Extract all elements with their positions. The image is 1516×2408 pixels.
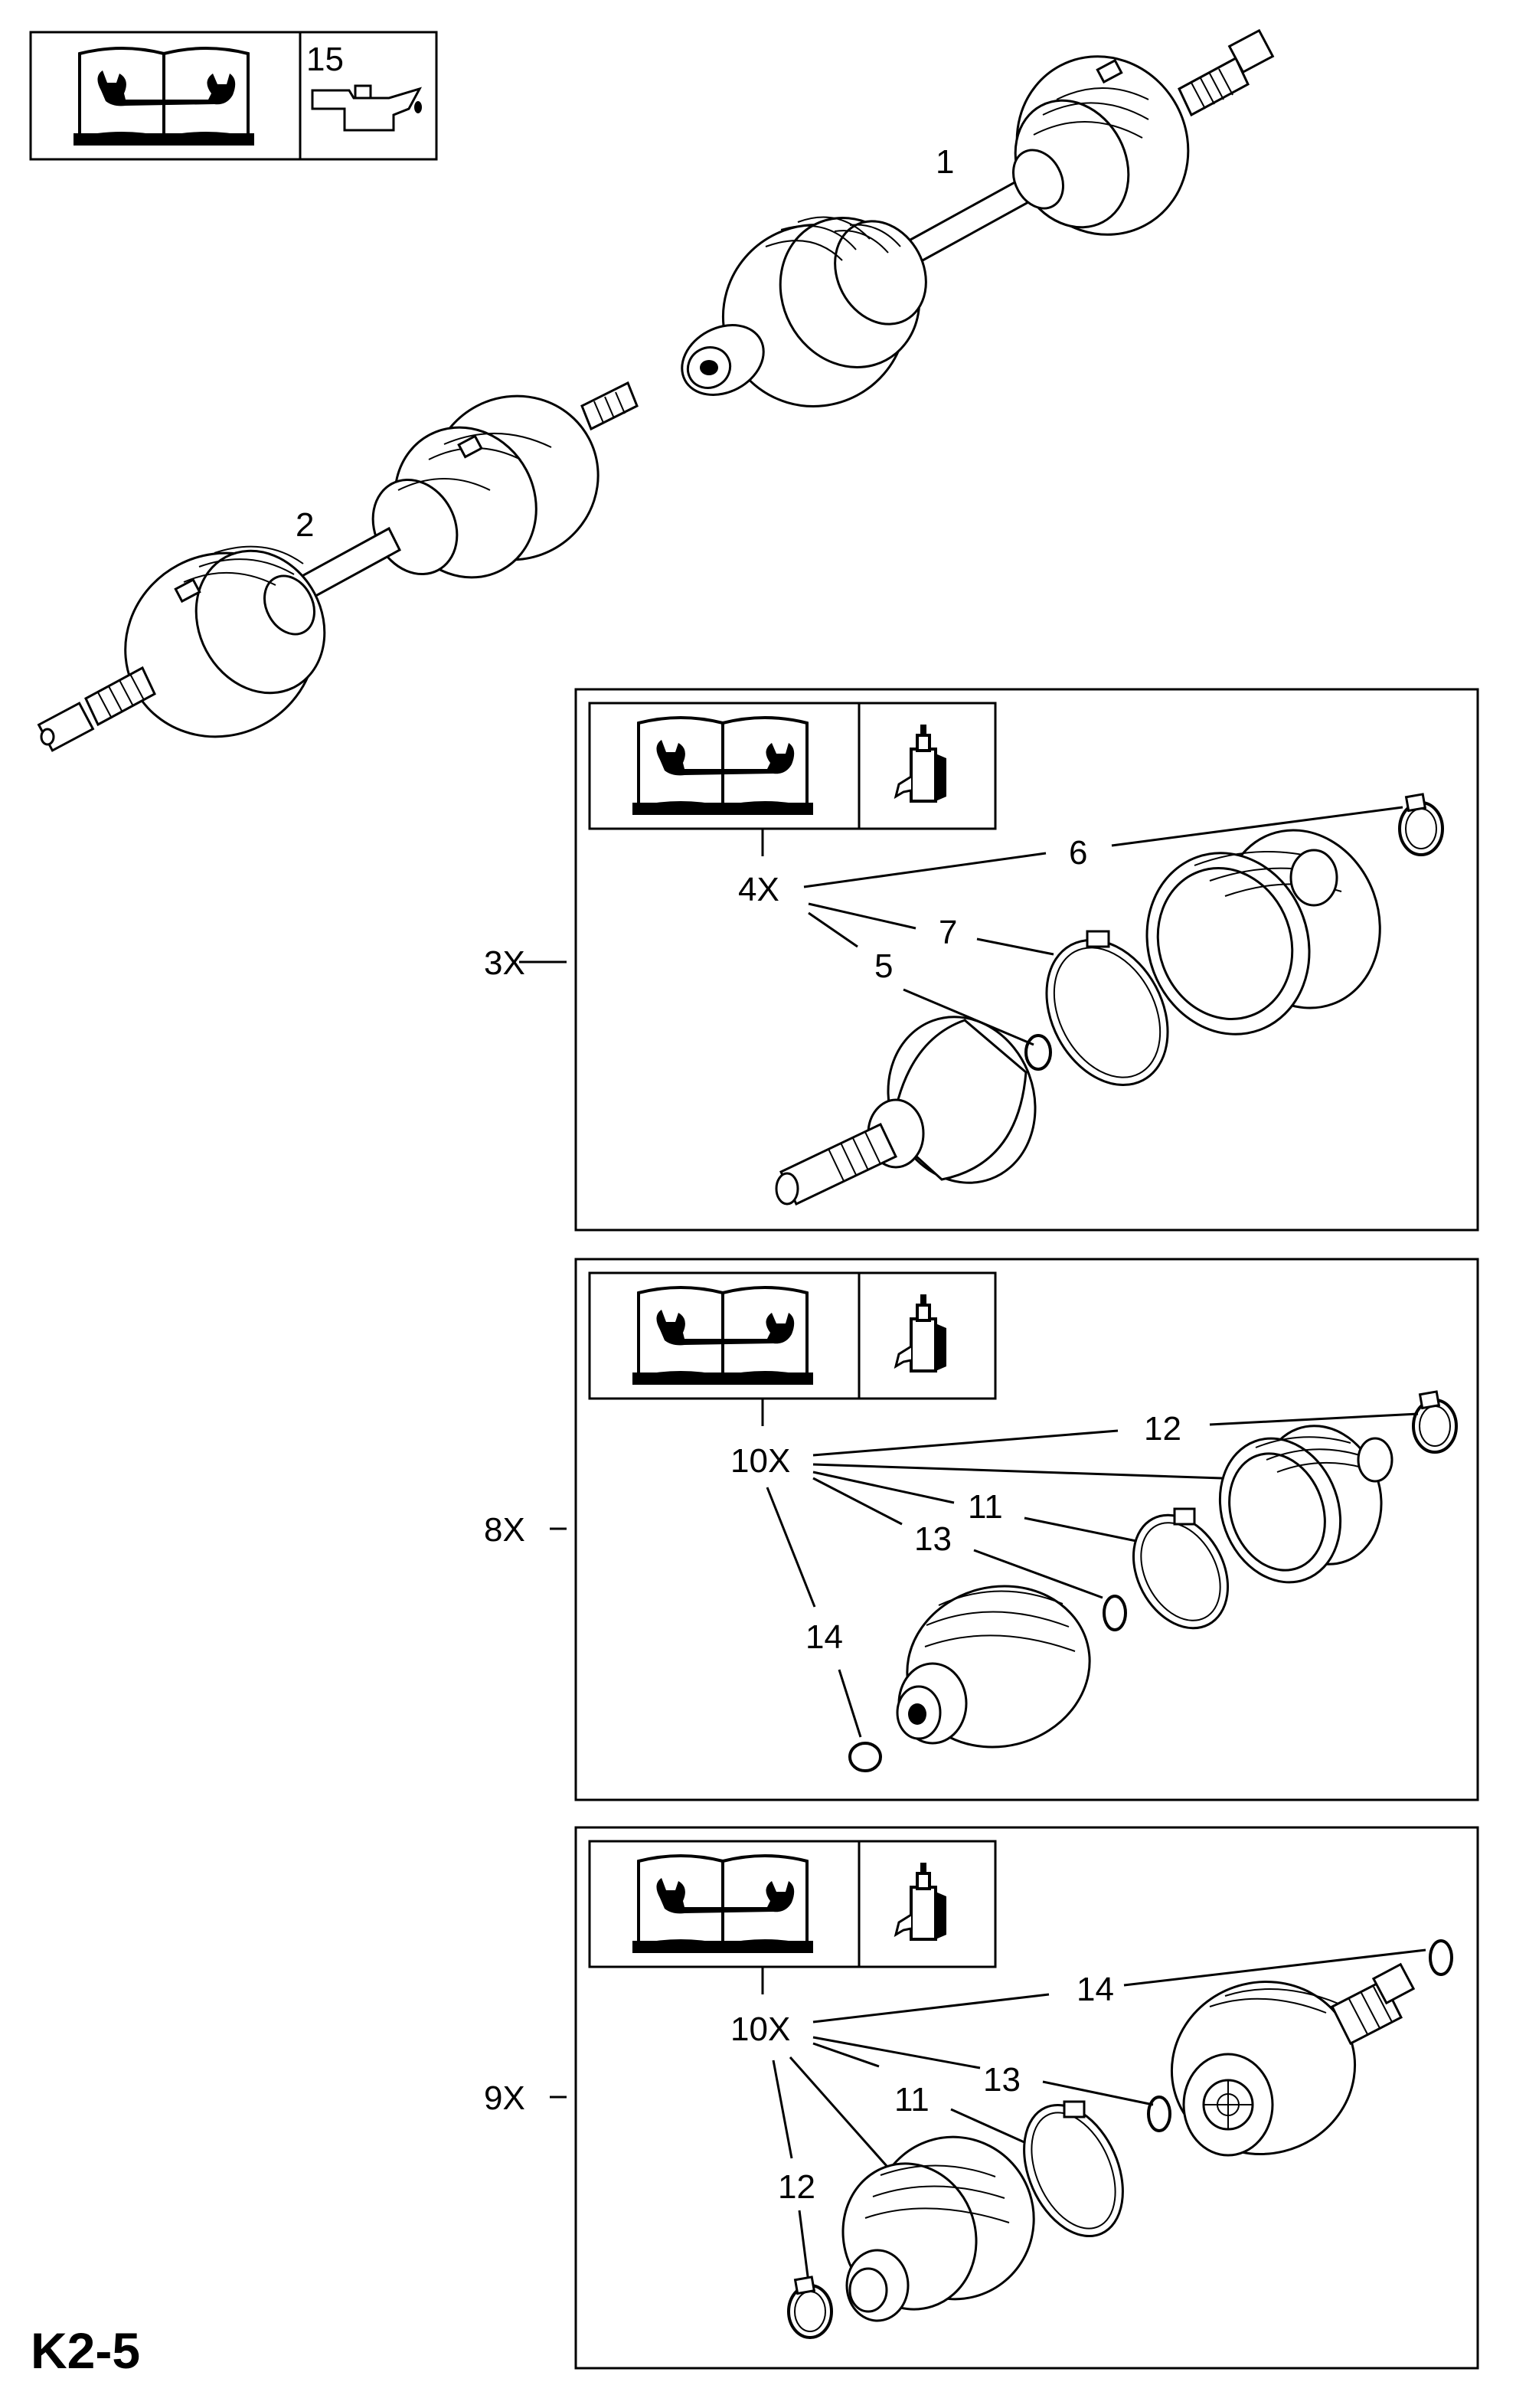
- retaining-ring-small: [1147, 2096, 1171, 2132]
- set-label: 10X: [730, 2010, 790, 2048]
- panel-3x: 4X 3X 6 7 5: [484, 688, 1479, 1232]
- kit-label: 3X: [484, 944, 525, 982]
- callout-1: 1: [936, 143, 954, 181]
- panel-8x: 10X 8X 12 11 13 14: [484, 1258, 1479, 1801]
- panel-9x: 10X 9X 14 13 11 12: [484, 1826, 1479, 2370]
- large-clamp: [1023, 2100, 1124, 2238]
- part-label-7: 7: [939, 914, 957, 951]
- part-label-14: 14: [1077, 1971, 1114, 2008]
- part-label-11: 11: [968, 1488, 1003, 1526]
- part-label-12: 12: [778, 2168, 815, 2206]
- repair-manual-icon: [631, 1286, 815, 1386]
- tripod-joint: [1170, 1962, 1416, 2157]
- callout-2: 2: [296, 506, 314, 544]
- drive-shaft-2: [37, 381, 639, 752]
- header-box: 15: [29, 31, 438, 161]
- drive-shaft-1: [681, 28, 1275, 407]
- repair-manual-icon: [631, 1854, 815, 1955]
- retaining-ring: [1429, 1939, 1453, 1976]
- kit-label: 9X: [484, 2079, 525, 2117]
- cv-joint: [775, 1016, 1037, 1206]
- oil-quantity-text: 15: [306, 41, 344, 78]
- repair-manual-icon: [72, 47, 256, 147]
- part-label-13: 13: [983, 2061, 1021, 2099]
- part-label-13: 13: [914, 1520, 952, 1558]
- large-clamp: [1132, 1507, 1230, 1630]
- set-label: 10X: [730, 1442, 790, 1480]
- large-clamp: [1045, 930, 1169, 1087]
- retaining-ring: [1103, 1595, 1127, 1631]
- retaining-ring-small: [848, 1742, 882, 1772]
- kit-label: 8X: [484, 1511, 525, 1549]
- set-label: 4X: [738, 871, 779, 908]
- part-label-11: 11: [894, 2081, 930, 2118]
- cv-boot: [1145, 829, 1381, 1036]
- repair-manual-icon: [631, 716, 815, 816]
- oil-can-icon: [311, 84, 423, 132]
- page-code: K2-5: [31, 2322, 140, 2379]
- cv-boot: [841, 2135, 1035, 2322]
- retaining-ring: [1024, 1034, 1052, 1071]
- part-label-12: 12: [1144, 1410, 1181, 1448]
- cv-joint-boot: [896, 1585, 1091, 1749]
- part-label-5: 5: [874, 947, 893, 985]
- cv-boot: [1218, 1425, 1393, 1584]
- part-label-14: 14: [805, 1618, 843, 1656]
- part-label-6: 6: [1069, 834, 1087, 872]
